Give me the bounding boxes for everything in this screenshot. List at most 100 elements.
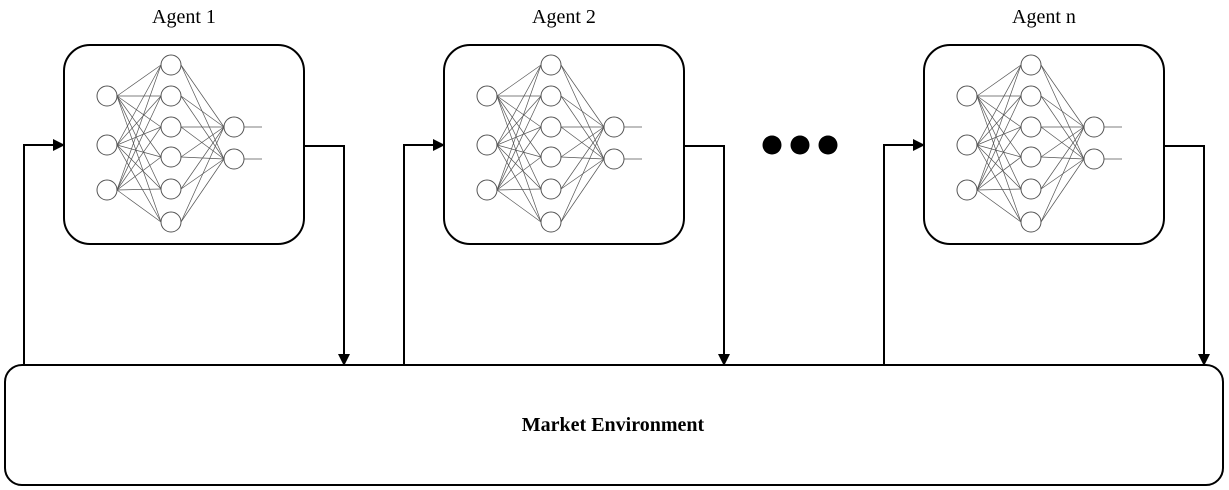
nn-connection <box>560 64 605 128</box>
nn-node <box>540 178 562 200</box>
nn-connection <box>180 64 225 128</box>
agent-2-group: Agent 2 <box>443 6 685 245</box>
nn-connection <box>976 144 1022 158</box>
nn-connection <box>1040 126 1085 190</box>
agent-1-neural-network-icon <box>96 54 262 233</box>
agent-1-to-env-arrow <box>304 145 350 366</box>
nn-node <box>1083 148 1105 170</box>
nn-node <box>96 134 118 156</box>
nn-connection <box>976 156 1022 191</box>
nn-connection <box>976 95 1022 191</box>
nn-connection <box>116 144 162 223</box>
nn-connection <box>496 64 542 146</box>
nn-connection <box>560 126 605 190</box>
nn-node <box>956 134 978 156</box>
nn-connection <box>116 95 162 191</box>
nn-connection <box>180 126 225 223</box>
market-environment-box <box>4 364 1224 486</box>
nn-node <box>1020 146 1042 168</box>
nn-connection <box>1040 126 1085 223</box>
nn-node <box>223 116 245 138</box>
nn-connection <box>560 126 605 223</box>
nn-node <box>1020 178 1042 200</box>
nn-connection <box>116 95 162 128</box>
nn-connection <box>180 95 225 160</box>
nn-node <box>603 116 625 138</box>
nn-node <box>160 54 182 76</box>
nn-connection <box>976 126 1022 191</box>
nn-node <box>603 148 625 170</box>
nn-connection <box>976 64 1022 191</box>
nn-connection <box>116 64 162 97</box>
nn-node <box>1020 116 1042 138</box>
nn-connection <box>976 95 1022 146</box>
nn-node <box>1020 85 1042 107</box>
nn-connection <box>496 95 542 191</box>
nn-node <box>956 179 978 201</box>
nn-connection <box>116 126 162 146</box>
nn-node <box>540 54 562 76</box>
nn-connection <box>560 95 605 128</box>
nn-connection <box>116 189 162 223</box>
nn-node <box>956 85 978 107</box>
market-environment-label: Market Environment <box>522 414 705 436</box>
env-to-agent-1-arrow <box>23 139 65 365</box>
env-to-agent-n-arrow <box>883 139 925 365</box>
nn-node <box>96 179 118 201</box>
nn-connection <box>1040 95 1085 160</box>
nn-connection <box>496 156 542 191</box>
nn-node <box>223 148 245 170</box>
nn-connection <box>496 95 542 146</box>
nn-connection <box>116 188 162 191</box>
nn-connection <box>496 144 542 190</box>
nn-connection <box>116 126 162 191</box>
nn-connection <box>560 126 605 160</box>
nn-node <box>160 116 182 138</box>
env-to-agent-2-arrow <box>403 139 445 365</box>
nn-connection <box>976 144 1022 223</box>
nn-connection <box>496 126 542 146</box>
nn-node <box>476 179 498 201</box>
nn-connection <box>496 144 542 223</box>
nn-connection <box>116 144 162 190</box>
nn-node <box>476 134 498 156</box>
nn-connection <box>976 188 1022 191</box>
nn-connection <box>180 126 225 190</box>
agent-n-label: Agent n <box>1012 6 1076 28</box>
nn-node <box>1083 116 1105 138</box>
nn-connection <box>496 126 542 191</box>
nn-connection <box>496 144 542 158</box>
market-environment: Market Environment <box>4 364 1224 486</box>
nn-connection <box>116 144 162 158</box>
nn-connection <box>1040 64 1085 128</box>
nn-connection <box>560 158 605 223</box>
nn-node <box>540 116 562 138</box>
nn-connection <box>976 144 1022 190</box>
nn-connection <box>116 95 162 146</box>
nn-node <box>540 146 562 168</box>
agent-2-to-env-arrow <box>684 145 730 366</box>
nn-node <box>160 85 182 107</box>
nn-node <box>476 85 498 107</box>
nn-node <box>160 211 182 233</box>
agent-n-to-env-arrow <box>1164 145 1210 366</box>
nn-connection <box>496 188 542 191</box>
nn-connection <box>1040 95 1085 128</box>
agent-2-neural-network-icon <box>476 54 642 233</box>
nn-connection <box>1040 126 1085 158</box>
agent-1-group: Agent 1 <box>63 6 305 245</box>
nn-connection <box>560 95 605 160</box>
nn-connection <box>496 64 542 97</box>
nn-node <box>96 85 118 107</box>
nn-node <box>160 178 182 200</box>
nn-node <box>1020 211 1042 233</box>
nn-connection <box>180 126 225 158</box>
agent-2-label: Agent 2 <box>532 6 596 28</box>
nn-connection <box>116 156 162 191</box>
nn-connection <box>976 64 1022 146</box>
nn-connection <box>976 64 1022 97</box>
nn-connection <box>180 95 225 128</box>
nn-connection <box>976 126 1022 146</box>
three-dots-icon <box>762 135 838 155</box>
